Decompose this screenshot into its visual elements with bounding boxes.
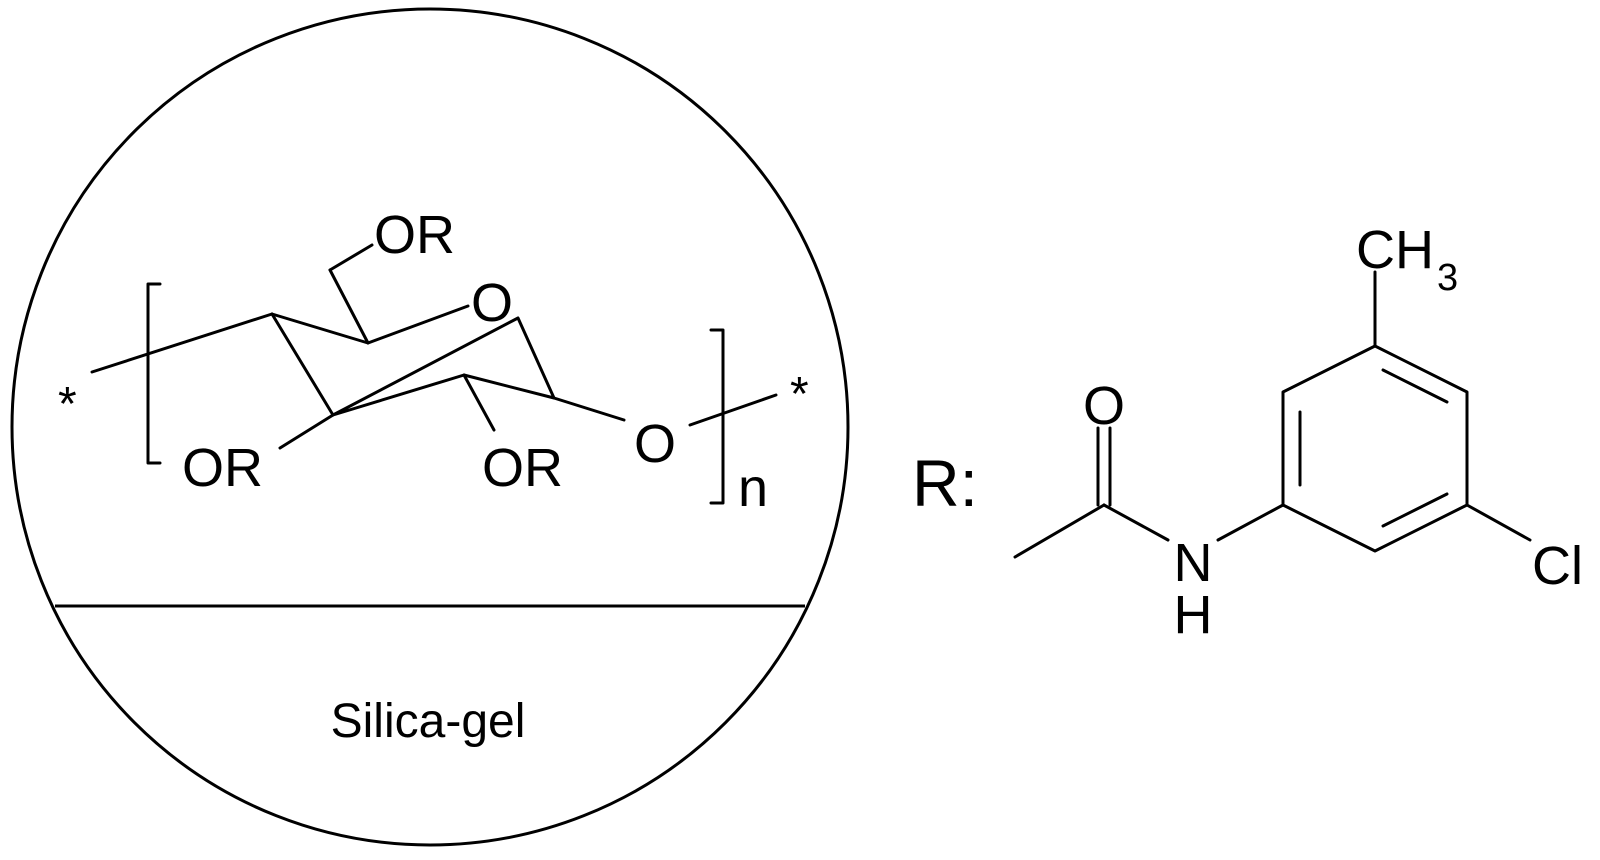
c5-c6-bond [328, 268, 370, 345]
c3-or-bond [278, 413, 335, 450]
c1-o-bond [552, 396, 626, 422]
cellulose-repeat-unit: * OR O OR OR O n * [58, 205, 809, 518]
c2-or-bond [462, 373, 496, 432]
carbonyl-nitrogen-bond [1102, 503, 1170, 542]
left-end-asterisk: * [58, 378, 77, 431]
benzene-inner-bond-2 [1381, 368, 1449, 404]
methyl-carbonyl-bond [1013, 503, 1106, 559]
silica-particle: Silica-gel [10, 7, 850, 847]
c2-or-label: OR [482, 438, 563, 498]
c3-or-label: OR [182, 438, 263, 498]
amide-hydrogen-label: H [1174, 585, 1213, 645]
r-group-structure: R: O N H CH 3 Cl [912, 220, 1583, 645]
benzene-ring [1281, 344, 1469, 553]
ring-chlorine-bond [1465, 503, 1532, 542]
left-bracket [146, 282, 162, 465]
glycosidic-oxygen-label: O [634, 414, 676, 474]
repeat-subscript-n: n [738, 458, 768, 518]
methyl-label: CH [1356, 220, 1434, 280]
right-end-asterisk: * [790, 368, 809, 421]
chlorine-label: Cl [1532, 536, 1583, 596]
right-bracket [709, 328, 725, 505]
left-chain-bond [90, 312, 274, 374]
silica-gel-label: Silica-gel [331, 695, 526, 748]
c6-o-bond [328, 243, 374, 272]
carbonyl-oxygen-label: O [1083, 376, 1125, 436]
amide-nitrogen-label: N [1174, 533, 1213, 593]
benzene-inner-bond-3 [1381, 492, 1449, 528]
methyl-subscript: 3 [1437, 257, 1458, 299]
c6-or-label: OR [374, 205, 455, 265]
ring-oxygen-label: O [471, 273, 513, 333]
right-chain-bond [688, 393, 778, 427]
r-label: R: [912, 446, 978, 520]
c4-c3-bond [270, 312, 335, 417]
silica-circle [10, 7, 850, 847]
nitrogen-ring-bond [1216, 503, 1285, 542]
